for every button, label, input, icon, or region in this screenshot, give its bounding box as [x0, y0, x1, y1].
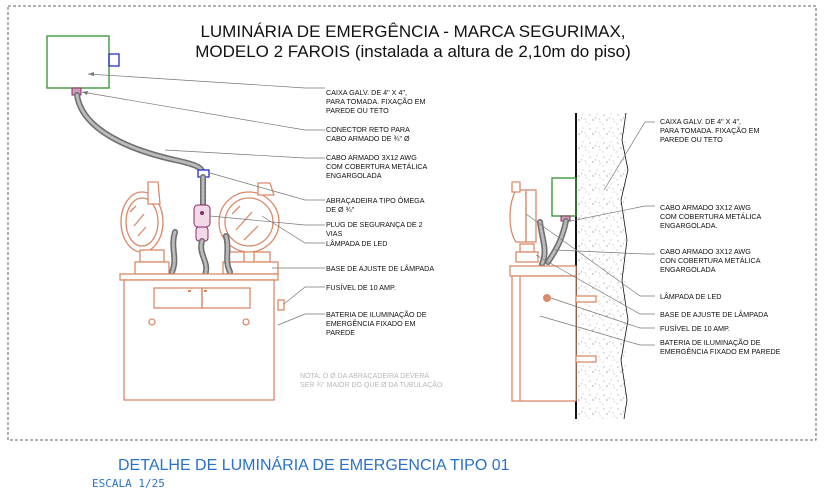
- lamp-head-left: [120, 181, 170, 275]
- svg-text:BASE DE AJUSTE DE LÂMPADA: BASE DE AJUSTE DE LÂMPADA: [660, 310, 768, 319]
- note-line1: NOTA: O Ø DA ABRAÇADEIRA DEVERÁ: [300, 371, 429, 380]
- detail-scale: ESCALA 1/25: [92, 477, 165, 490]
- svg-text:BASE DE AJUSTE DE LÂMPADA: BASE DE AJUSTE DE LÂMPADA: [326, 264, 434, 273]
- concrete-wall: [576, 113, 626, 419]
- svg-text:FUSÍVEL DE 10 AMP.: FUSÍVEL DE 10 AMP.: [326, 283, 396, 292]
- front-leaders: [81, 72, 325, 326]
- junction-box-ear: [108, 53, 120, 67]
- side-view: CAIXA GALV. DE 4" X 4",PARA TOMADA. FIXA…: [509, 112, 781, 420]
- svg-text:LÂMPADA DE LED: LÂMPADA DE LED: [326, 239, 387, 248]
- side-callouts: CAIXA GALV. DE 4" X 4",PARA TOMADA. FIXA…: [660, 117, 781, 356]
- front-callouts: CAIXA GALV. DE 4" X 4",PARA TOMADA. FIXA…: [300, 88, 443, 389]
- svg-text:CAIXA GALV. DE 4" X 4",PARA TO: CAIXA GALV. DE 4" X 4",PARA TOMADA. FIXA…: [660, 117, 759, 144]
- detail-title: DETALHE DE LUMINÁRIA DE EMERGENCIA TIPO …: [118, 455, 510, 474]
- side-leaders: [525, 121, 655, 346]
- battery-cabinet: [119, 273, 285, 401]
- side-junction-box: [551, 177, 577, 217]
- svg-text:LÂMPADA DE LED: LÂMPADA DE LED: [660, 292, 721, 301]
- side-fuse: [543, 294, 551, 302]
- note-line2: SER ¾" MAIOR DO QUE Ø DA TUBULAÇÃO: [300, 380, 443, 389]
- safety-plug: [193, 204, 211, 228]
- front-view: CAIXA GALV. DE 4" X 4",PARA TOMADA. FIXA…: [46, 35, 443, 401]
- drawing-title-line1: LUMINÁRIA DE EMERGÊNCIA - MARCA SEGURIMA…: [200, 22, 625, 41]
- drawing-title-line2: MODELO 2 FAROIS (instalada a altura de 2…: [195, 42, 631, 61]
- svg-text:FUSÍVEL DE 10 AMP.: FUSÍVEL DE 10 AMP.: [660, 324, 730, 333]
- junction-box: [46, 35, 110, 89]
- svg-text:CAIXA GALV. DE 4" X 4",PARA TO: CAIXA GALV. DE 4" X 4",PARA TOMADA. FIXA…: [326, 88, 425, 115]
- fuse: [277, 299, 285, 311]
- drawing-frame: [7, 5, 817, 441]
